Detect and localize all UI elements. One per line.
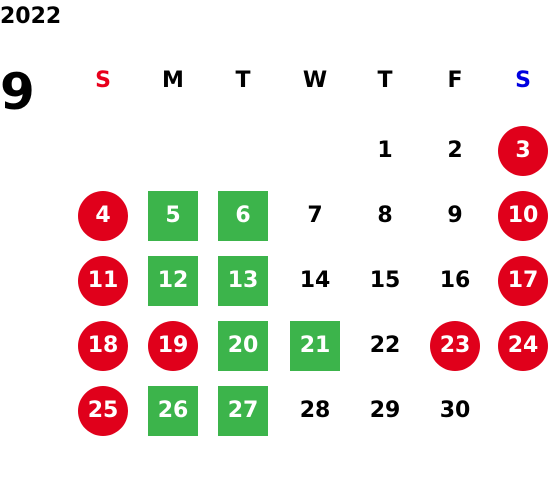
day-cell[interactable]: 11 <box>78 256 128 306</box>
day-cell[interactable]: 29 <box>369 398 401 423</box>
day-cell[interactable]: 6 <box>218 191 268 241</box>
day-cell[interactable]: 5 <box>148 191 198 241</box>
day-cell[interactable]: 17 <box>498 256 548 306</box>
weekday-sunday: S <box>95 68 111 93</box>
day-cell[interactable]: 26 <box>148 386 198 436</box>
day-cell[interactable]: 9 <box>447 203 463 228</box>
day-cell[interactable]: 15 <box>369 268 401 293</box>
day-cell[interactable]: 7 <box>307 203 323 228</box>
month-number: 9 <box>0 63 35 121</box>
year-label: 2022 <box>0 4 62 29</box>
weekday-wednesday: W <box>302 68 328 93</box>
day-cell[interactable]: 4 <box>78 191 128 241</box>
day-cell[interactable]: 8 <box>377 203 393 228</box>
day-cell[interactable]: 24 <box>498 321 548 371</box>
day-cell[interactable]: 3 <box>498 126 548 176</box>
weekday-saturday: S <box>515 68 531 93</box>
weekday-friday: F <box>447 68 463 93</box>
weekday-tuesday: T <box>235 68 251 93</box>
day-cell[interactable]: 2 <box>447 138 463 163</box>
day-cell[interactable]: 1 <box>377 138 393 163</box>
day-cell[interactable]: 30 <box>439 398 471 423</box>
day-cell[interactable]: 20 <box>218 321 268 371</box>
day-cell[interactable]: 22 <box>369 333 401 358</box>
weekday-monday: M <box>162 68 184 93</box>
day-cell[interactable]: 23 <box>430 321 480 371</box>
day-cell[interactable]: 10 <box>498 191 548 241</box>
day-cell[interactable]: 27 <box>218 386 268 436</box>
day-cell[interactable]: 13 <box>218 256 268 306</box>
day-cell[interactable]: 21 <box>290 321 340 371</box>
day-cell[interactable]: 14 <box>299 268 331 293</box>
day-cell[interactable]: 16 <box>439 268 471 293</box>
day-cell[interactable]: 18 <box>78 321 128 371</box>
day-cell[interactable]: 19 <box>148 321 198 371</box>
day-cell[interactable]: 25 <box>78 386 128 436</box>
weekday-thursday: T <box>377 68 393 93</box>
day-cell[interactable]: 28 <box>299 398 331 423</box>
day-cell[interactable]: 12 <box>148 256 198 306</box>
